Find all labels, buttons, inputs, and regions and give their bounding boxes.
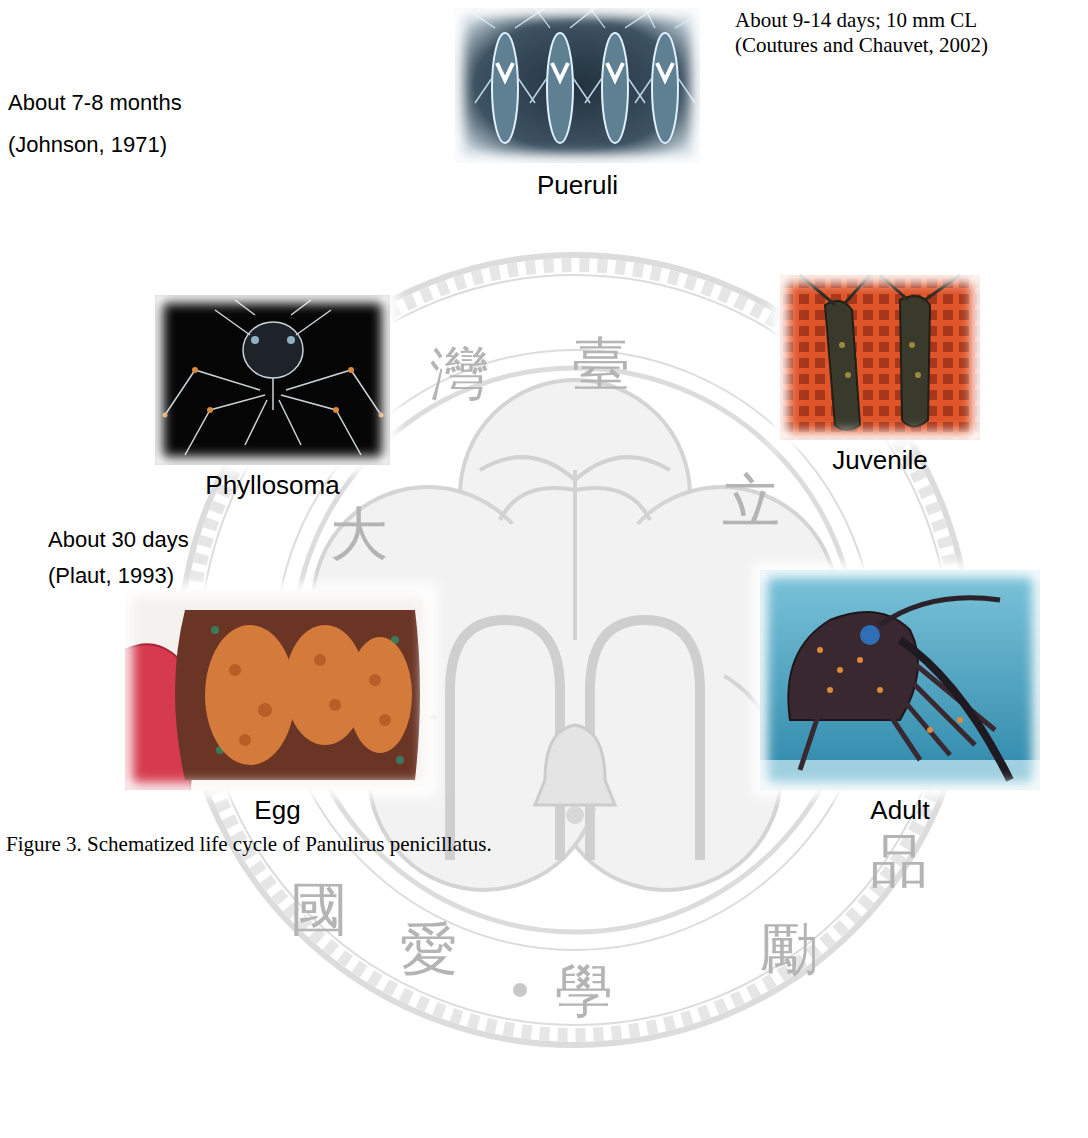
watermark-character: 學 (555, 962, 613, 1020)
watermark-character: 品 (870, 832, 928, 890)
egg-photo (125, 590, 430, 790)
watermark-character: 愛 (400, 920, 458, 978)
watermark-character: 勵 (760, 920, 818, 978)
adult-photo (760, 570, 1040, 790)
lifecycle-stage: Adult (755, 565, 1045, 830)
juvenile-photo (780, 275, 980, 440)
lifecycle-stage: Phyllosoma (150, 290, 395, 505)
watermark-character: 大 (330, 505, 388, 563)
watermark-character: 臺 (572, 335, 630, 393)
phyllosoma-photo (155, 295, 390, 465)
lifecycle-stage: Juvenile (775, 270, 985, 480)
duration-note: About 9-14 days; 10 mm CL (Coutures and … (735, 8, 1057, 58)
duration-note: About 7-8 months (Johnson, 1971) (8, 82, 220, 166)
stage-label: Adult (866, 796, 933, 830)
lifecycle-stage: Pueruli (450, 5, 705, 205)
stage-label: Pueruli (533, 171, 622, 205)
stage-label: Juvenile (828, 446, 931, 480)
stage-label: Egg (250, 796, 304, 830)
stage-label: Phyllosoma (201, 471, 343, 505)
watermark-character: 灣 (430, 345, 488, 403)
watermark-character: 立 (722, 472, 780, 530)
figure-caption: Figure 3. Schematized life cycle of Panu… (6, 832, 492, 857)
lifecycle-stage: Egg (120, 585, 435, 830)
pueruli-photo (455, 8, 700, 163)
watermark-character: 國 (290, 880, 348, 938)
duration-note: About 30 days (Plaut, 1993) (48, 522, 248, 595)
